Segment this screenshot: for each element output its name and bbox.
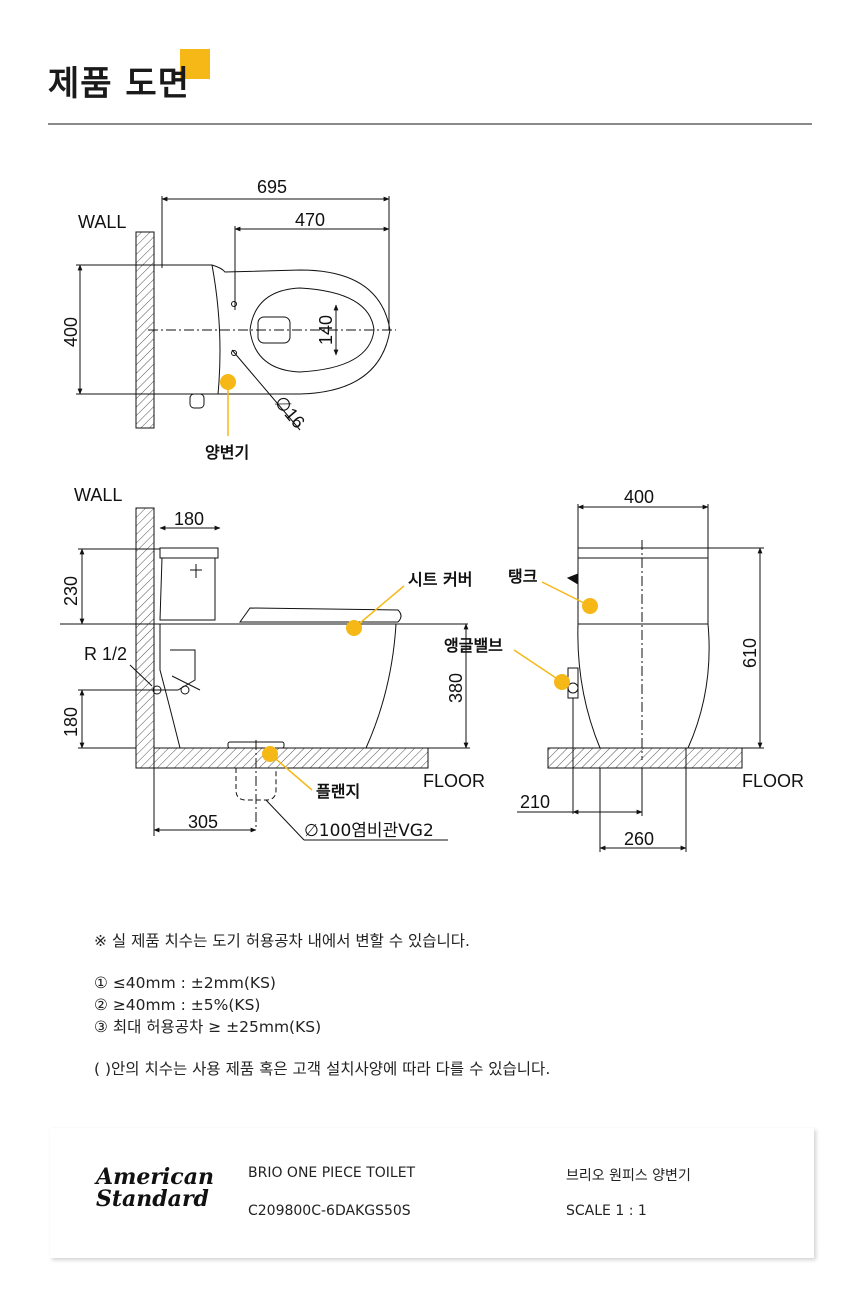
note-tolerance-3: ③ 최대 허용공차 ≥ ±25mm(KS) (94, 1018, 322, 1036)
dim-rough-in: 305 (188, 812, 218, 832)
callout-pipe-label: ∅100염비관VG2 (304, 821, 434, 841)
dim-front-width: 400 (624, 487, 654, 507)
top-wall-label: WALL (78, 212, 126, 232)
front-view: 400 FLOOR 610 210 260 탱크 (444, 487, 804, 852)
callout-valve-label: 앵글밸브 (444, 636, 503, 655)
front-floor-label: FLOOR (742, 771, 804, 791)
front-floor-hatch (547, 747, 743, 769)
side-floor-label: FLOOR (423, 771, 485, 791)
note-parenthesis: ( )안의 치수는 사용 제품 혹은 고객 설치사양에 따라 다를 수 있습니다… (94, 1060, 551, 1078)
scale-label: SCALE 1 : 1 (566, 1203, 647, 1219)
side-wall-hatch (135, 507, 155, 769)
title-divider (48, 123, 812, 125)
dim-wall-to-tank: 180 (174, 509, 204, 529)
brand-logo: American Standard (96, 1164, 214, 1212)
dim-pipe-thread: R 1/2 (84, 644, 127, 664)
technical-drawing: WALL 695 470 400 140 ∅16 양변기 (60, 177, 804, 852)
dim-overall-length: 695 (257, 177, 287, 197)
dim-pipe-diameter: ∅16 (271, 392, 309, 432)
side-view: WALL FLOOR 180 230 R 1/2 180 380 (60, 485, 485, 841)
dim-outlet: 140 (316, 315, 336, 345)
callout-bowl-label: 양변기 (205, 443, 249, 462)
model-code: C209800C-6DAKGS50S (248, 1203, 411, 1219)
top-toilet-outline (160, 264, 391, 395)
dim-front-base: 260 (624, 829, 654, 849)
dim-tank-height: 230 (61, 576, 81, 606)
callout-dot-seat (346, 620, 362, 636)
dim-front-height: 610 (740, 638, 760, 668)
dim-seat-height: 380 (446, 673, 466, 703)
product-name-kr: 브리오 원피스 양변기 (566, 1168, 691, 1184)
callout-seat-label: 시트 커버 (408, 570, 472, 589)
side-toilet-body (159, 623, 397, 749)
side-wall-label: WALL (74, 485, 122, 505)
notes-section: ※ 실 제품 치수는 도기 허용공차 내에서 변할 수 있습니다. ① ≤40m… (94, 930, 550, 1080)
callout-flange-label: 플랜지 (316, 782, 360, 801)
dim-top-width: 400 (61, 317, 81, 347)
note-tolerance-2: ② ≥40mm : ±5%(KS) (94, 996, 261, 1014)
callout-tank-label: 탱크 (508, 567, 538, 586)
callout-dot-bowl (220, 374, 236, 390)
dim-seat-length: 470 (295, 210, 325, 230)
page-title: 제품 도면 (48, 64, 190, 104)
title-block: American Standard BRIO ONE PIECE TOILET … (50, 1128, 814, 1258)
callout-dot-tank (582, 598, 598, 614)
dim-supply-offset: 210 (520, 792, 550, 812)
callout-dot-valve (554, 674, 570, 690)
side-floor-hatch (153, 747, 429, 769)
callout-dot-flange (262, 746, 278, 762)
note-tolerance-1: ① ≤40mm : ±2mm(KS) (94, 974, 276, 992)
title-accent-block (180, 49, 210, 79)
dim-supply-height: 180 (61, 707, 81, 737)
front-toilet-body (577, 623, 710, 749)
product-name-en: BRIO ONE PIECE TOILET (248, 1165, 416, 1181)
note-disclaimer: ※ 실 제품 치수는 도기 허용공차 내에서 변할 수 있습니다. (94, 932, 470, 950)
top-view: WALL 695 470 400 140 ∅16 양변기 (61, 177, 396, 462)
